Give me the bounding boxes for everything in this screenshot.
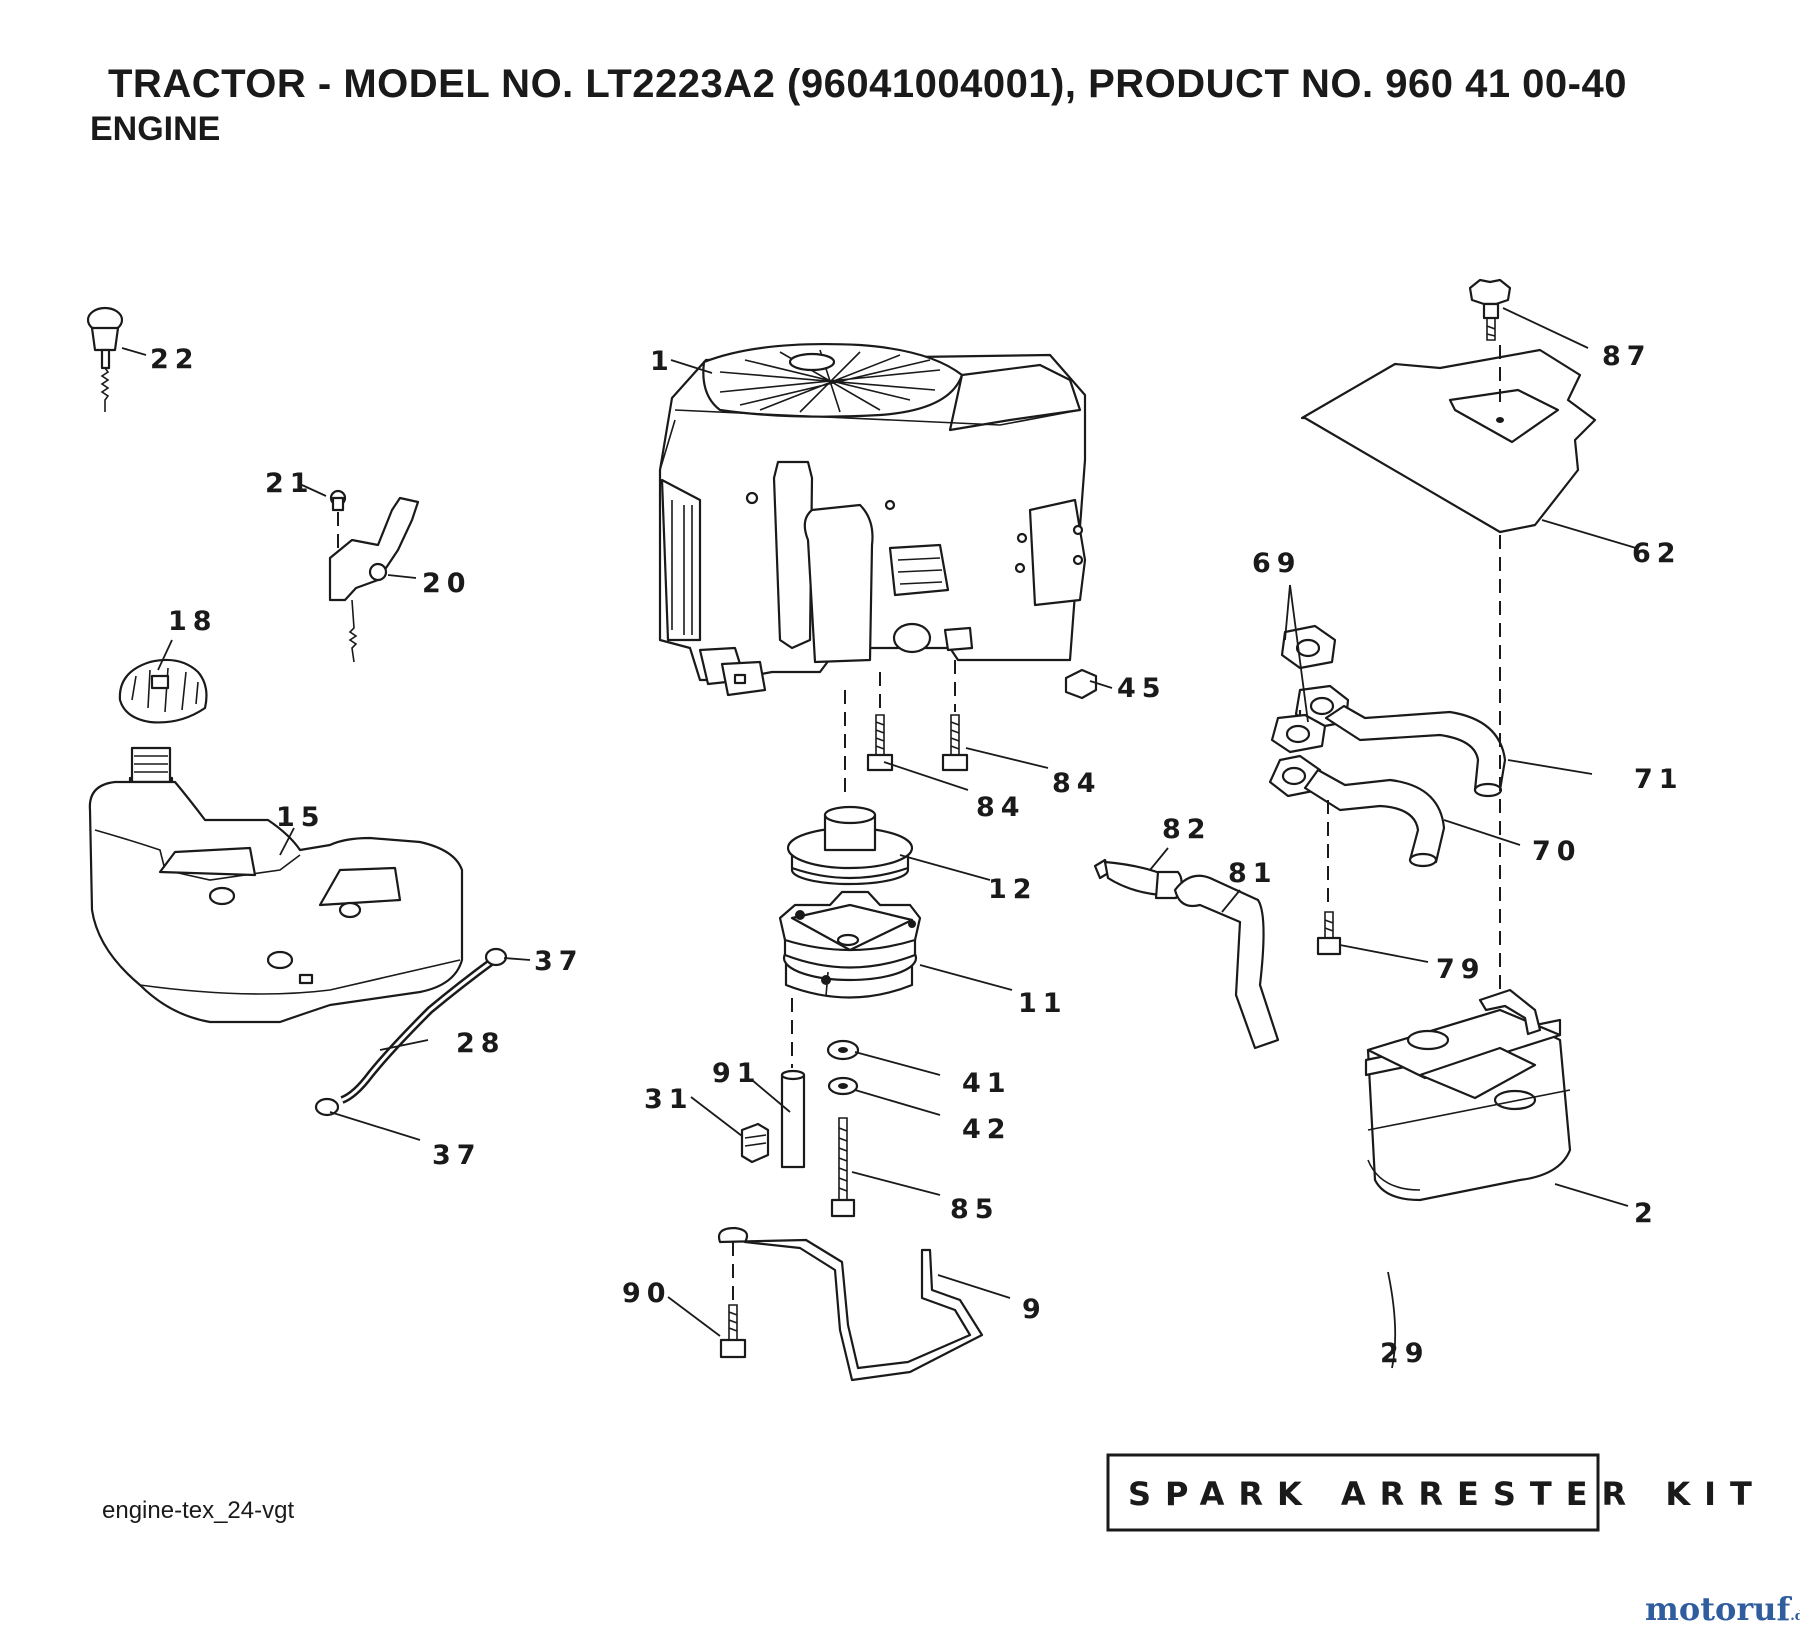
callout-20: 20 (422, 568, 472, 599)
callout-79: 79 (1436, 954, 1486, 985)
part-84-bolts-drawing (866, 660, 969, 772)
callout-37-upper: 37 (534, 946, 584, 977)
callout-2: 2 (1634, 1198, 1659, 1229)
callout-81: 81 (1228, 858, 1278, 889)
callout-90: 90 (622, 1278, 672, 1309)
callout-84-right: 84 (1052, 768, 1102, 799)
callout-91: 91 (712, 1058, 762, 1089)
callout-29: 29 (1380, 1338, 1430, 1369)
brand-suffix: .de (1790, 1609, 1800, 1624)
part-2-muffler-drawing (1364, 988, 1572, 1202)
callout-18: 18 (168, 606, 218, 637)
callout-62: 62 (1632, 538, 1682, 569)
part-91-spacer-drawing (780, 998, 806, 1169)
callout-31: 31 (644, 1084, 694, 1115)
part-11-clutch-drawing (778, 890, 922, 999)
part-28-37-fuel-line-drawing (314, 947, 508, 1117)
callout-22: 22 (150, 344, 200, 375)
part-12-pulley-drawing (786, 690, 914, 886)
callout-84-left: 84 (976, 792, 1026, 823)
drawing-code: engine-tex_24-vgt (102, 1497, 295, 1524)
callout-9: 9 (1022, 1294, 1047, 1325)
callout-12: 12 (988, 874, 1038, 905)
callout-45: 45 (1117, 673, 1167, 704)
part-45-nut-drawing (1064, 668, 1098, 700)
callout-71: 71 (1634, 764, 1684, 795)
part-22-knob-drawing (86, 306, 124, 412)
spark-arrester-kit-box: SPARK ARRESTER KIT (1106, 1453, 1766, 1532)
brand-watermark: motoruf.de (1645, 1590, 1800, 1628)
callout-85: 85 (950, 1194, 1000, 1225)
callout-15: 15 (276, 802, 326, 833)
callout-69: 69 (1252, 548, 1302, 579)
part-79-bolt-drawing (1316, 800, 1342, 956)
part-9-90-rod-drawing (717, 1226, 984, 1382)
section-subtitle: ENGINE (90, 110, 221, 148)
callout-41: 41 (962, 1068, 1012, 1099)
part-69-70-71-exhaust-drawing (1268, 624, 1507, 868)
part-18-fuel-cap-drawing (118, 658, 208, 724)
callout-42: 42 (962, 1114, 1012, 1145)
callout-82: 82 (1162, 814, 1212, 845)
callout-37-lower: 37 (432, 1140, 482, 1171)
callout-11: 11 (1018, 988, 1068, 1019)
callout-28: 28 (456, 1028, 506, 1059)
part-41-42-washers-drawing (826, 1039, 860, 1096)
callout-87: 87 (1602, 341, 1652, 372)
leader-lines (121, 307, 1637, 1369)
part-85-bolt-drawing (830, 1117, 856, 1218)
brand-name: motoruf (1645, 1590, 1791, 1628)
part-15-fuel-tank-drawing (88, 746, 464, 1024)
part-20-21-bracket-drawing (328, 489, 420, 663)
part-62-87-shield-drawing (1300, 278, 1597, 995)
callout-21: 21 (265, 468, 315, 499)
part-31-nut-drawing (740, 1122, 770, 1164)
spark-arrester-kit-label: SPARK ARRESTER KIT (1128, 1475, 1766, 1513)
callout-70: 70 (1532, 836, 1582, 867)
callout-1: 1 (650, 346, 675, 377)
part-81-82-hose-drawing (1093, 858, 1280, 1050)
callout-labels: 22 1 21 20 18 15 37 28 37 45 84 84 12 11… (150, 341, 1684, 1369)
part-1-engine-drawing (658, 343, 1087, 697)
page-title: TRACTOR - MODEL NO. LT2223A2 (9604100400… (108, 62, 1627, 106)
